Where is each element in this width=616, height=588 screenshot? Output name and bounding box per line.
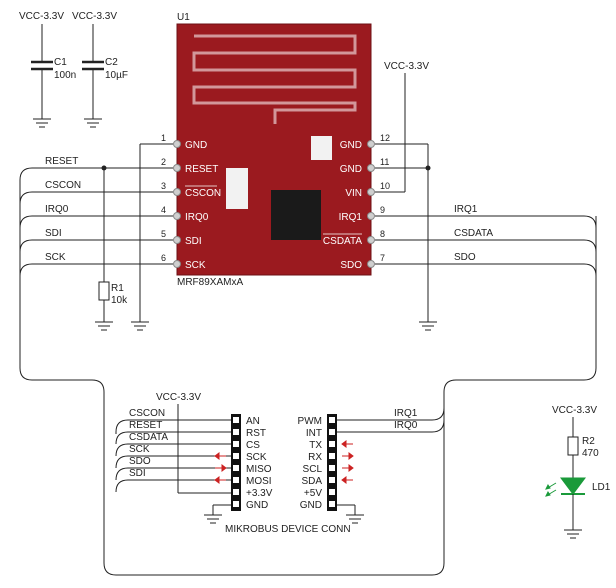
c1-ref: C1 (54, 57, 67, 68)
pin-num-11: 11 (380, 157, 389, 167)
mb-pin-gnd-right: GND (300, 500, 322, 511)
vcc-label-mikrobus: VCC-3.3V (156, 392, 201, 403)
vcc-label-led: VCC-3.3V (552, 405, 597, 416)
net-label-sck: SCK (45, 252, 66, 263)
pin-num-2: 2 (161, 157, 166, 167)
mb-pin-rx: RX (308, 452, 322, 463)
pin-label-gnd-r12: GND (340, 140, 362, 151)
right-wiring: VCC-3.3V IRQ1 CSDATA SDO (375, 61, 597, 331)
pin-label-sck: SCK (185, 260, 206, 271)
pin-num-6: 6 (161, 253, 166, 263)
pin-label-irq0: IRQ0 (185, 212, 209, 223)
left-wiring: RESET CSCON IRQ0 SDI SCK R1 10k (19, 143, 597, 576)
pin-label-reset: RESET (185, 164, 218, 175)
mb-pin-mosi: MOSI (246, 476, 272, 487)
mb-net-reset: RESET (129, 420, 162, 431)
module-part-number: MRF89XAMxA (177, 277, 243, 288)
pin-label-vin: VIN (345, 188, 362, 199)
mb-net-cscon: CSCON (129, 408, 165, 419)
mb-right-arrows (341, 440, 354, 484)
pin-numbers: 1 2 3 4 5 6 12 11 10 9 8 7 (161, 133, 390, 263)
pin-label-irq1: IRQ1 (339, 212, 363, 223)
mb-pin-gnd-left: GND (246, 500, 268, 511)
pin-num-10: 10 (380, 181, 390, 191)
r2-value: 470 (582, 448, 599, 459)
led-circuit: VCC-3.3V R2 470 LD1 (545, 405, 611, 539)
r1-value: 10k (111, 295, 128, 306)
pin-num-5: 5 (161, 229, 166, 239)
pin-num-9: 9 (380, 205, 385, 215)
pin-label-csdata: CSDATA (323, 236, 362, 247)
mb-pin-sda: SDA (301, 476, 322, 487)
c2-ref: C2 (105, 57, 118, 68)
pin-num-12: 12 (380, 133, 390, 143)
antenna-trace (192, 34, 357, 124)
mb-net-sck: SCK (129, 444, 150, 455)
net-label-cscon: CSCON (45, 180, 81, 191)
net-label-irq0: IRQ0 (45, 204, 69, 215)
pin-label-sdi: SDI (185, 236, 202, 247)
mb-pin-cs: CS (246, 440, 260, 451)
led-icon (560, 477, 586, 495)
mb-pin-tx: TX (309, 440, 322, 451)
mb-pin-miso: MISO (246, 464, 272, 475)
rf-module: GND RESET CSCON IRQ0 SDI SCK GND GND VIN… (173, 23, 375, 276)
pin-label-sdo: SDO (340, 260, 362, 271)
pin-label-cscon: CSCON (185, 188, 221, 199)
mb-pin-an: AN (246, 416, 260, 427)
net-label-sdo: SDO (454, 252, 476, 263)
net-label-irq1: IRQ1 (454, 204, 478, 215)
capacitor-c1: VCC-3.3V C1 100n (19, 11, 76, 128)
capacitor-c2: VCC-3.3V C2 10µF (72, 11, 128, 128)
mikrobus-title: MIKROBUS DEVICE CONN (225, 524, 351, 535)
mb-net-csdata: CSDATA (129, 432, 168, 443)
pin-num-1: 1 (161, 133, 166, 143)
pin-label-gnd-left: GND (185, 140, 207, 151)
module-ref: U1 (177, 12, 190, 23)
r1-ref: R1 (111, 283, 124, 294)
rf-chip (271, 190, 321, 240)
pin-label-gnd-r11: GND (340, 164, 362, 175)
pin-num-3: 3 (161, 181, 166, 191)
pin-num-7: 7 (380, 253, 385, 263)
vcc-label-c1: VCC-3.3V (19, 11, 64, 22)
mb-pin-rst: RST (246, 428, 266, 439)
mb-pin-sck: SCK (246, 452, 267, 463)
pin-num-8: 8 (380, 229, 385, 239)
vcc-label-c2: VCC-3.3V (72, 11, 117, 22)
mb-net-sdi: SDI (129, 468, 146, 479)
c2-value: 10µF (105, 70, 128, 81)
shield-pad-left (226, 168, 248, 209)
vcc-label-right: VCC-3.3V (384, 61, 429, 72)
c1-value: 100n (54, 70, 76, 81)
mb-left-arrows (214, 452, 227, 484)
mb-pin-scl: SCL (303, 464, 323, 475)
r2-ref: R2 (582, 436, 595, 447)
mb-net-irq0: IRQ0 (394, 420, 418, 431)
mb-net-sdo: SDO (129, 456, 151, 467)
ld1-ref: LD1 (592, 482, 611, 493)
mb-pin-5v: +5V (304, 488, 322, 499)
mikrobus-connector: VCC-3.3V CSCON RESET CSDATA SCK SDO SDI (115, 392, 445, 535)
mb-pin-pwm: PWM (298, 416, 322, 427)
module-right-pins: GND GND VIN IRQ1 CSDATA SDO (323, 140, 375, 271)
net-label-reset: RESET (45, 156, 78, 167)
module-left-pins: GND RESET CSCON IRQ0 SDI SCK (173, 140, 221, 271)
mb-pin-3v3: +3.3V (246, 488, 273, 499)
net-label-csdata: CSDATA (454, 228, 493, 239)
mb-net-irq1: IRQ1 (394, 408, 418, 419)
net-label-sdi: SDI (45, 228, 62, 239)
pin-num-4: 4 (161, 205, 166, 215)
mb-pin-int: INT (306, 428, 322, 439)
shield-pad-top (311, 136, 332, 160)
